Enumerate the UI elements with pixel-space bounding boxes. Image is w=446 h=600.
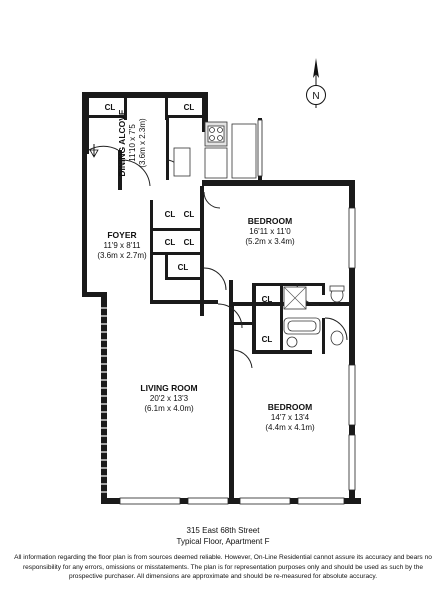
compass-icon: N bbox=[306, 58, 326, 108]
closet-label: CL bbox=[184, 210, 195, 219]
compass-letter: N bbox=[312, 91, 319, 102]
living-room-windows bbox=[101, 300, 107, 496]
closet-label: CL bbox=[184, 238, 195, 247]
room-size-m: (6.1m x 4.0m) bbox=[144, 404, 194, 413]
closets: CL CL CL CL CL CL CL CL CL bbox=[105, 103, 273, 344]
room-name: BEDROOM bbox=[248, 216, 292, 226]
room-name: DINING ALCOVE bbox=[117, 109, 127, 177]
closet-label: CL bbox=[165, 238, 176, 247]
room-foyer: FOYER 11'9 x 8'11 (3.6m x 2.7m) bbox=[97, 230, 147, 260]
disclaimer: All information regarding the floor plan… bbox=[14, 554, 432, 580]
room-size-m: (4.4m x 4.1m) bbox=[265, 423, 315, 432]
closet-label: CL bbox=[105, 103, 116, 112]
bathroom-fixtures bbox=[283, 285, 345, 348]
room-bedroom-1: BEDROOM 16'11 x 11'0 (5.2m x 3.4m) bbox=[245, 216, 295, 246]
kitchen-fixtures bbox=[173, 121, 257, 179]
room-name: FOYER bbox=[107, 230, 136, 240]
listing-caption: 315 East 68th Street Typical Floor, Apar… bbox=[0, 525, 446, 547]
address: 315 East 68th Street bbox=[186, 526, 260, 535]
closet-label: CL bbox=[178, 263, 189, 272]
room-size-m: (3.6m x 2.7m) bbox=[97, 251, 147, 260]
closet-label: CL bbox=[184, 103, 195, 112]
room-name: BEDROOM bbox=[268, 402, 312, 412]
room-size-m: (5.2m x 3.4m) bbox=[245, 237, 295, 246]
room-size-ft: 11'10 x 7'5 bbox=[128, 124, 137, 162]
windows bbox=[119, 119, 356, 505]
room-bedroom-2: BEDROOM 14'7 x 13'4 (4.4m x 4.1m) bbox=[265, 402, 315, 432]
room-name: LIVING ROOM bbox=[140, 383, 197, 393]
closet-label: CL bbox=[165, 210, 176, 219]
room-size-ft: 16'11 x 11'0 bbox=[249, 227, 291, 236]
entry-arrow-icon bbox=[89, 144, 99, 158]
room-living-room: LIVING ROOM 20'2 x 13'3 (6.1m x 4.0m) bbox=[140, 383, 197, 413]
closet-label: CL bbox=[262, 295, 273, 304]
unit-description: Typical Floor, Apartment F bbox=[176, 537, 270, 546]
closet-label: CL bbox=[262, 335, 273, 344]
room-size-ft: 11'9 x 8'11 bbox=[103, 241, 141, 250]
room-size-ft: 14'7 x 13'4 bbox=[271, 413, 310, 422]
room-size-ft: 20'2 x 13'3 bbox=[150, 394, 189, 403]
room-size-m: (3.6m x 2.3m) bbox=[138, 118, 147, 168]
room-dining-alcove: DINING ALCOVE 11'10 x 7'5 (3.6m x 2.3m) bbox=[117, 109, 147, 177]
door-swings bbox=[88, 145, 348, 369]
